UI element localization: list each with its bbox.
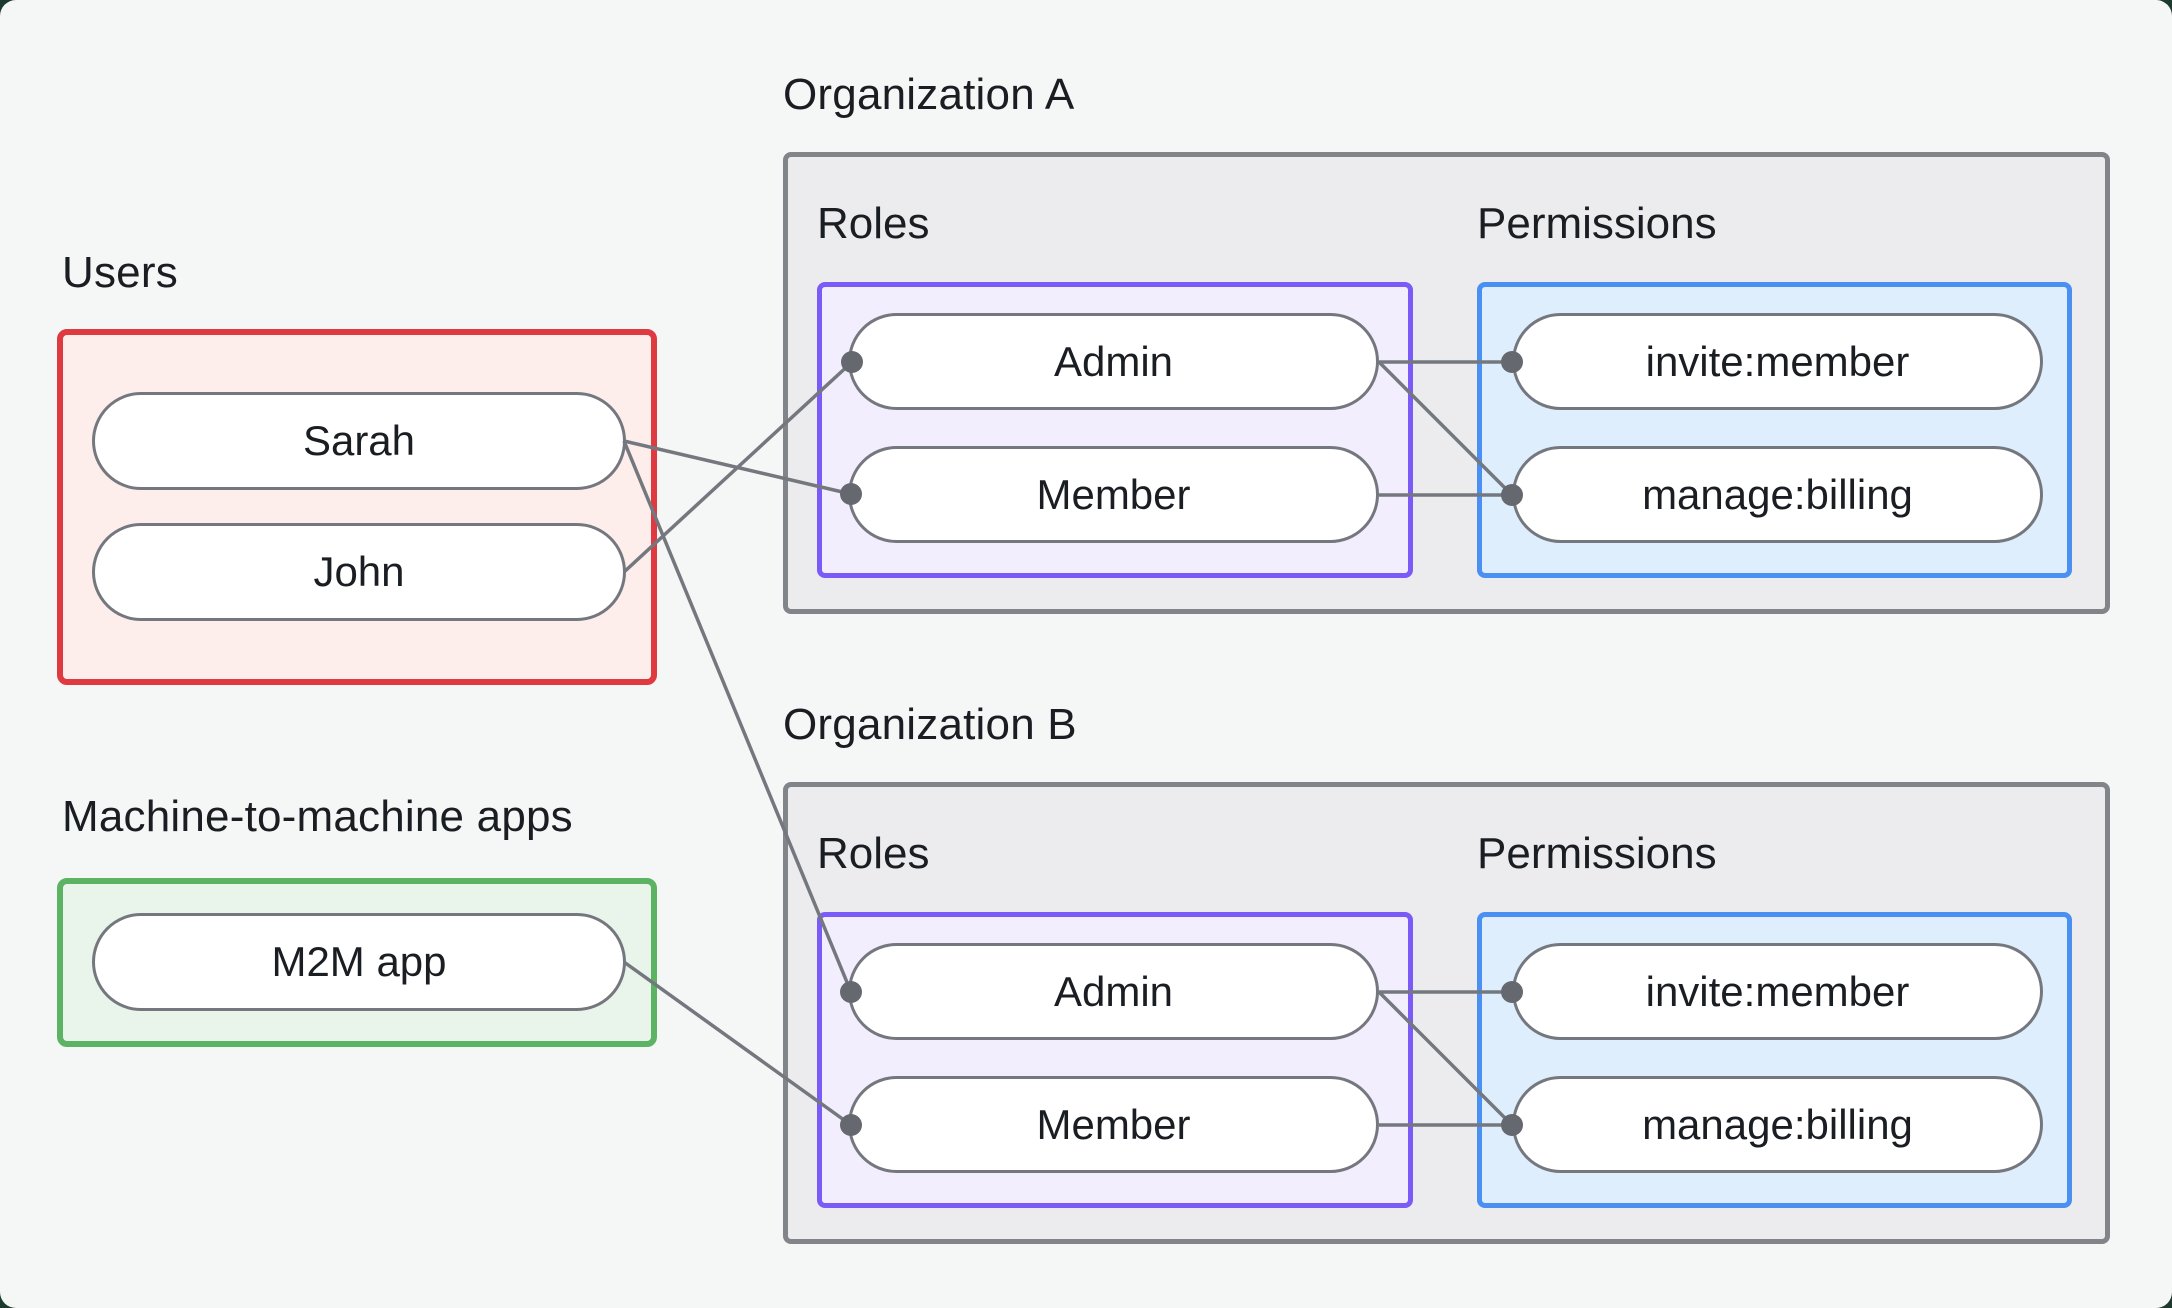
role-node-label: Admin (1053, 337, 1174, 385)
org-b-title: Organization B (783, 700, 1077, 749)
org-b-roles-label: Roles (817, 829, 930, 878)
user-node-john: John (92, 523, 626, 621)
org-a-roles-box: Admin Member (817, 282, 1413, 578)
role-node-label: Admin (1053, 967, 1174, 1015)
org-b-permissions-box: invite:member manage:billing (1477, 912, 2072, 1208)
org-a-permissions-box: invite:member manage:billing (1477, 282, 2072, 578)
org-b-roles-box: Admin Member (817, 912, 1413, 1208)
org-b-role-member: Member (848, 1076, 1379, 1173)
users-group-box: Sarah John (57, 329, 657, 685)
user-node-sarah: Sarah (92, 392, 626, 490)
permission-node-label: manage:billing (1642, 1100, 1913, 1148)
permission-node-label: invite:member (1645, 337, 1910, 385)
org-a-role-admin: Admin (848, 313, 1379, 410)
org-b-permission-manage-billing: manage:billing (1512, 1076, 2043, 1173)
org-a-roles-label: Roles (817, 199, 930, 248)
org-a-permission-manage-billing: manage:billing (1512, 446, 2043, 543)
role-node-label: Member (1036, 470, 1191, 518)
users-section-title: Users (62, 248, 178, 297)
permission-node-label: manage:billing (1642, 470, 1913, 518)
permission-node-label: invite:member (1645, 967, 1910, 1015)
m2m-section-title: Machine-to-machine apps (62, 792, 573, 841)
org-a-permission-invite-member: invite:member (1512, 313, 2043, 410)
role-node-label: Member (1036, 1100, 1191, 1148)
m2m-group-box: M2M app (57, 878, 657, 1047)
org-a-title: Organization A (783, 70, 1075, 119)
org-b-permissions-label: Permissions (1477, 829, 1717, 878)
org-a-permissions-label: Permissions (1477, 199, 1717, 248)
user-node-label: John (313, 548, 405, 595)
org-b-permission-invite-member: invite:member (1512, 943, 2043, 1040)
org-a-box: Roles Permissions Admin Member invite:me… (783, 152, 2110, 614)
m2m-app-node: M2M app (92, 913, 626, 1011)
user-node-label: Sarah (302, 417, 416, 464)
org-b-box: Roles Permissions Admin Member invite:me… (783, 782, 2110, 1244)
org-b-role-admin: Admin (848, 943, 1379, 1040)
org-a-role-member: Member (848, 446, 1379, 543)
m2m-node-label: M2M app (271, 938, 447, 985)
